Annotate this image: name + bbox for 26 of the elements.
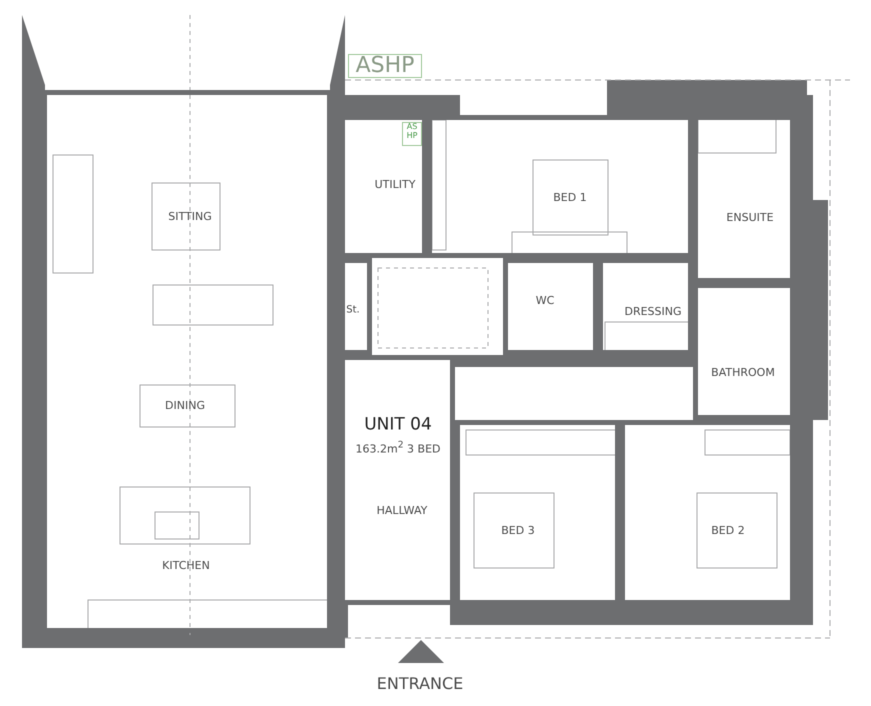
room [503, 258, 598, 355]
unit-title: UNIT 04 [364, 416, 432, 434]
room-label: BED 1 [553, 192, 587, 204]
room-label: DINING [165, 400, 205, 412]
equipment-label: AS HP [406, 123, 418, 141]
room-label: ENSUITE [726, 212, 774, 224]
room-label: DRESSING [624, 306, 682, 318]
room-label: WC [536, 294, 554, 308]
equipment-box [402, 122, 422, 146]
equipment-box [348, 54, 422, 78]
room [598, 258, 693, 355]
room [693, 283, 795, 420]
floor-area-label: 163.2m$^{2}$ 3 BED [356, 440, 440, 456]
room [42, 90, 332, 633]
room-label: BED 2 [711, 524, 745, 538]
room-label: St. [346, 304, 360, 316]
room-label: HALLWAY [376, 504, 428, 518]
room [427, 115, 693, 258]
room-label: SITTING [168, 210, 212, 224]
entrance-label: ENTRANCE [376, 675, 464, 693]
room-label: UTILITY [374, 178, 416, 192]
room-label: BATHROOM [711, 366, 775, 380]
room-label: KITCHEN [162, 560, 210, 572]
equipment-label: ASHP [356, 54, 414, 78]
room [693, 115, 795, 283]
room-label: BED 3 [501, 524, 535, 538]
